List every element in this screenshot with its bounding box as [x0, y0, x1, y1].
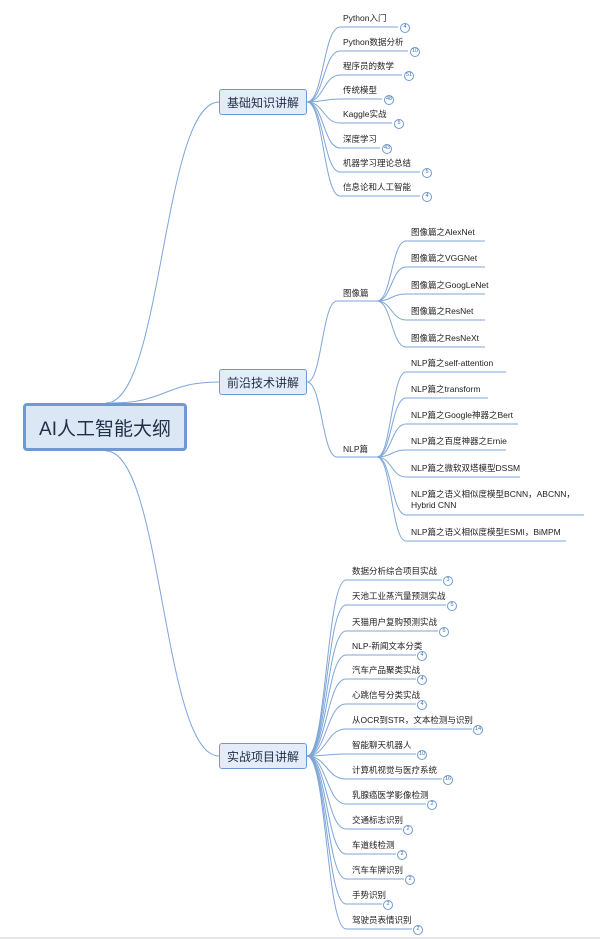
- topic-nlp-item[interactable]: NLP篇之self-attention: [411, 358, 494, 368]
- connector-root-frontier: [111, 381, 220, 404]
- count-badge[interactable]: 10: [417, 750, 427, 760]
- connector-root-basics: [105, 101, 220, 404]
- topic-projects-item[interactable]: 计算机视觉与医疗系统: [352, 765, 438, 775]
- topic-nlp-item[interactable]: NLP篇之Google神器之Bert: [411, 410, 514, 420]
- topic-image-item[interactable]: 图像篇之ResNet: [411, 306, 474, 316]
- connector-projects-item: [306, 703, 347, 757]
- main-node-frontier[interactable]: 前沿技术讲解: [219, 369, 307, 395]
- connector-image-item: [376, 300, 407, 321]
- topic-projects-item[interactable]: 智能聊天机器人: [352, 740, 412, 750]
- count-badge[interactable]: 4: [422, 192, 432, 202]
- topic-basics-item[interactable]: 机器学习理论总结: [343, 158, 412, 168]
- count-badge[interactable]: 48: [384, 95, 394, 105]
- connector-image-item: [376, 240, 407, 302]
- topic-projects-item[interactable]: 车道线检测: [352, 840, 395, 850]
- topic-nlp-item[interactable]: NLP篇之语义相似度模型BCNN，ABCNN，Hybrid CNN: [411, 489, 575, 510]
- topic-basics-item[interactable]: Python入门: [343, 13, 387, 23]
- count-badge[interactable]: 5: [439, 627, 449, 637]
- connector-nlp-item: [376, 423, 407, 458]
- connector-nlp-item: [376, 397, 407, 458]
- connector-frontier-nlp: [306, 381, 338, 458]
- topic-projects-item[interactable]: 乳腺癌医学影像检测: [352, 790, 429, 800]
- topic-nlp-item[interactable]: NLP篇之语义相似度模型ESMI，BiMPM: [411, 527, 561, 537]
- count-badge[interactable]: 16: [443, 775, 453, 785]
- topic-projects-item[interactable]: 从OCR到STR，文本检测与识别: [352, 715, 473, 725]
- topic-projects-item[interactable]: 数据分析综合项目实战: [352, 566, 438, 576]
- topic-projects-item[interactable]: 驾驶员表情识别: [352, 915, 412, 925]
- connector-projects-item: [306, 755, 347, 930]
- topic-projects-item[interactable]: 心跳信号分类实战: [352, 690, 421, 700]
- count-badge[interactable]: 2: [403, 825, 413, 835]
- topic-projects-item[interactable]: NLP-新闻文本分类: [352, 641, 423, 651]
- connector-basics-item: [306, 74, 341, 103]
- connector-image-item: [376, 293, 407, 302]
- topic-image-item[interactable]: 图像篇之AlexNet: [411, 227, 475, 237]
- connector-projects-item: [306, 755, 347, 805]
- connector-image-item: [376, 300, 407, 348]
- connector-projects-item: [306, 728, 347, 757]
- topic-basics-item[interactable]: 深度学习: [343, 134, 378, 144]
- count-badge[interactable]: 2: [413, 925, 423, 935]
- connector-root-projects: [105, 450, 220, 757]
- count-badge[interactable]: 2: [397, 850, 407, 860]
- connector-basics-item: [306, 50, 341, 103]
- topic-nlp-item[interactable]: NLP篇之微软双塔模型DSSM: [411, 463, 521, 473]
- topic-basics-item[interactable]: 传统模型: [343, 85, 378, 95]
- topic-projects-item[interactable]: 汽车车牌识别: [352, 865, 404, 875]
- count-badge[interactable]: 14: [473, 725, 483, 735]
- topic-projects-item[interactable]: 交通标志识别: [352, 815, 404, 825]
- connector-projects-item: [306, 579, 347, 757]
- count-badge[interactable]: 4: [400, 23, 410, 33]
- main-node-projects[interactable]: 实战项目讲解: [219, 743, 307, 769]
- root-node[interactable]: AI人工智能大纲: [23, 403, 187, 451]
- topic-basics-item[interactable]: Python数据分析: [343, 37, 404, 47]
- count-badge[interactable]: 5: [447, 601, 457, 611]
- topic-projects-item[interactable]: 汽车产品聚类实战: [352, 665, 421, 675]
- count-badge[interactable]: 4: [417, 700, 427, 710]
- subtopic-nlp[interactable]: NLP篇: [343, 444, 369, 454]
- count-badge[interactable]: 51: [404, 71, 414, 81]
- subtopic-image[interactable]: 图像篇: [343, 288, 369, 298]
- count-badge[interactable]: 4: [417, 651, 427, 661]
- connector-nlp-item: [376, 371, 407, 458]
- topic-basics-item[interactable]: 信息论和人工智能: [343, 182, 412, 192]
- topic-nlp-item[interactable]: NLP篇之transform: [411, 384, 481, 394]
- connector-projects-item: [306, 654, 347, 757]
- connector-nlp-item: [376, 449, 407, 458]
- count-badge[interactable]: 2: [405, 875, 415, 885]
- connector-image-item: [376, 266, 407, 302]
- connector-nlp-item: [376, 456, 407, 516]
- main-node-basics[interactable]: 基础知识讲解: [219, 89, 307, 115]
- count-badge[interactable]: 3: [443, 576, 453, 586]
- connector-projects-item: [306, 678, 347, 757]
- topic-projects-item[interactable]: 手势识别: [352, 890, 387, 900]
- count-badge[interactable]: 5: [394, 119, 404, 129]
- topic-image-item[interactable]: 图像篇之VGGNet: [411, 253, 478, 263]
- count-badge[interactable]: 4: [417, 675, 427, 685]
- connector-projects-item: [306, 604, 347, 757]
- connector-basics-item: [306, 26, 341, 103]
- count-badge[interactable]: 10: [410, 47, 420, 57]
- count-badge[interactable]: 2: [383, 900, 393, 910]
- topic-image-item[interactable]: 图像篇之GoogLeNet: [411, 280, 489, 290]
- topic-projects-item[interactable]: 天池工业蒸汽量预测实战: [352, 591, 446, 601]
- topic-basics-item[interactable]: Kaggle实战: [343, 109, 387, 119]
- topic-image-item[interactable]: 图像篇之ResNeXt: [411, 333, 480, 343]
- connector-projects-item: [306, 630, 347, 757]
- connector-basics-item: [306, 101, 341, 197]
- bottom-divider: [0, 937, 600, 939]
- count-badge[interactable]: 5: [422, 168, 432, 178]
- connector-projects-item: [306, 755, 347, 880]
- topic-basics-item[interactable]: 程序员的数学: [343, 61, 395, 71]
- topic-projects-item[interactable]: 天猫用户复购预测实战: [352, 617, 438, 627]
- count-badge[interactable]: 2: [427, 800, 437, 810]
- connector-frontier-image: [306, 300, 338, 383]
- count-badge[interactable]: 43: [382, 144, 392, 154]
- connector-nlp-item: [376, 456, 407, 542]
- connector-basics-item: [306, 101, 341, 149]
- topic-nlp-item[interactable]: NLP篇之百度神器之Ernie: [411, 436, 507, 446]
